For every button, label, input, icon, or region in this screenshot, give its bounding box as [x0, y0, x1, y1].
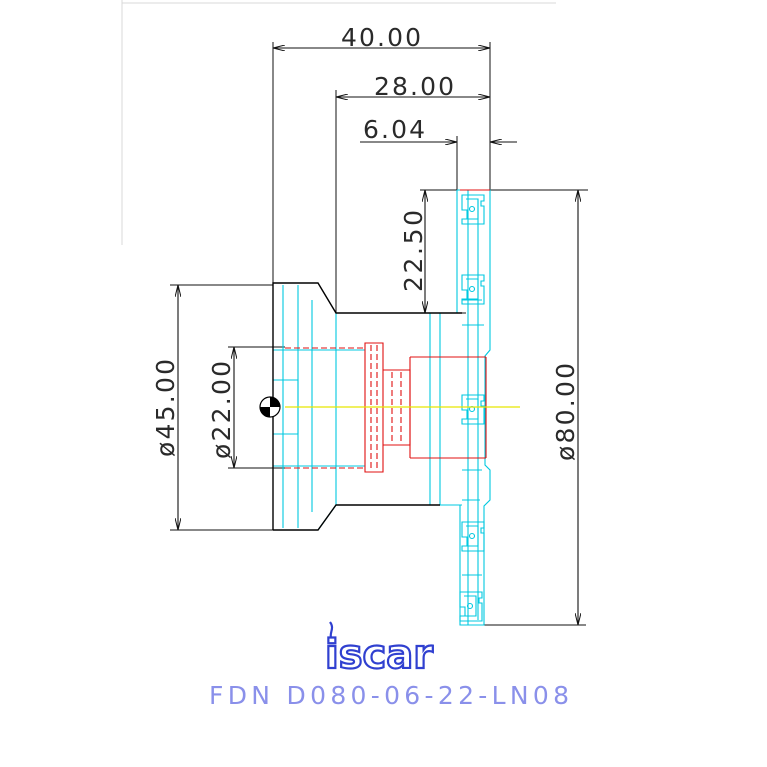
- part-number: FDN D080-06-22-LN08: [209, 681, 569, 710]
- dimension-label-depth: 22.50: [399, 210, 428, 292]
- insert-1: [461, 194, 485, 225]
- center-mark-icon: [259, 396, 281, 418]
- dimension-label-offset: 6.04: [363, 115, 425, 144]
- part-outline: [272, 282, 462, 531]
- brand-logo: iscar: [324, 621, 434, 679]
- insert-4: [461, 521, 485, 552]
- dimension-label-hub-length: 28.00: [374, 72, 454, 101]
- dimension-overall-length: 40.00: [272, 23, 491, 283]
- bore-profile: [285, 189, 490, 473]
- dimension-label-overall-length: 40.00: [341, 23, 421, 52]
- dimension-label-bore-diameter: ø22.00: [207, 361, 236, 459]
- insert-3: [461, 394, 485, 425]
- dimension-offset: 6.04: [360, 115, 517, 190]
- dimension-label-cutter-diameter: ø80.00: [551, 363, 580, 461]
- svg-text:iscar: iscar: [325, 632, 433, 678]
- sheet-frame: [121, 0, 556, 245]
- logo-accent-icon: [329, 621, 335, 643]
- dimension-hub-length: 28.00: [335, 72, 490, 313]
- insert-5: [459, 591, 483, 622]
- dimension-label-hub-diameter: ø45.00: [151, 359, 180, 457]
- dimension-depth: 22.50: [399, 189, 588, 314]
